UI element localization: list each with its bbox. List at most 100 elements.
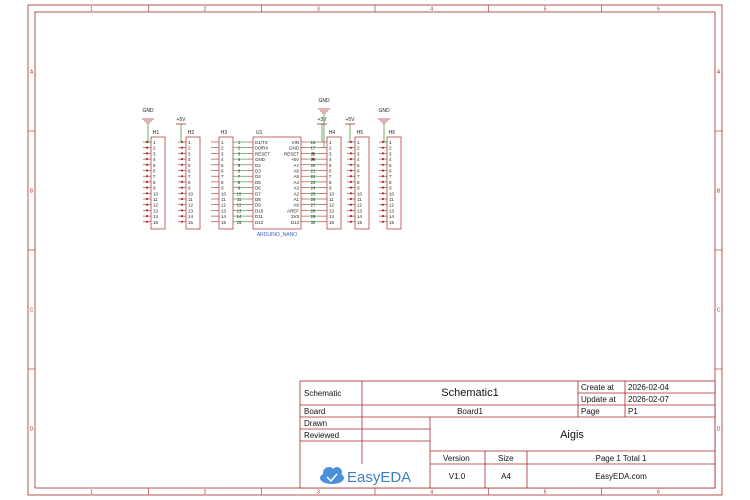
- header-pin-number: 7: [389, 174, 392, 179]
- power-symbol-vcc: +5V: [345, 117, 355, 125]
- header-pin-number: 15: [221, 220, 227, 225]
- mcu-right-pin-number: 28: [311, 208, 316, 213]
- power-label: +3V: [317, 117, 327, 123]
- header-pin-number: 12: [357, 203, 363, 208]
- no-connect-mark: [381, 175, 385, 178]
- tb-size: A4: [501, 472, 511, 481]
- tb-create-date: 2026-02-04: [628, 383, 669, 392]
- no-connect-mark: [349, 220, 353, 223]
- mcu-body: [252, 136, 302, 230]
- no-connect-mark: [180, 203, 184, 206]
- header-pin-number: 1: [357, 140, 360, 145]
- power-symbol-gnd: GND: [142, 108, 154, 124]
- no-connect-mark: [145, 197, 149, 201]
- no-connect-mark: [349, 152, 353, 155]
- no-connect-mark: [381, 220, 385, 223]
- header-pin-number: 2: [188, 146, 191, 151]
- header-pin-number: 2: [357, 146, 360, 151]
- mcu-right-pin-number: 22: [311, 174, 316, 179]
- header-pin-number: 5: [221, 163, 224, 168]
- header-body: [326, 136, 342, 230]
- frame-row-label-left: D: [30, 427, 34, 433]
- frame-col-label-top: 5: [544, 7, 547, 13]
- tb-page-label: Page: [581, 407, 600, 416]
- mcu-right-pin-number: 16: [311, 140, 316, 145]
- header-ref: H6: [389, 130, 396, 136]
- tb-board-name: Board1: [457, 407, 483, 416]
- header-pin-number: 6: [153, 169, 156, 174]
- mcu-right-pin-label: +5V: [291, 157, 299, 162]
- mcu-right-pin-label: VIN: [291, 140, 299, 145]
- mcu-left-pin-label: D0/RX: [255, 146, 268, 151]
- mcu-right-pin-number: 30: [311, 220, 316, 225]
- no-connect-mark: [180, 209, 184, 212]
- header-pin-number: 8: [329, 180, 332, 185]
- tb-version-label: Version: [443, 454, 470, 463]
- no-connect-mark: [180, 220, 184, 223]
- frame-col-label-top: 3: [317, 7, 320, 13]
- header-pin-number: 5: [357, 163, 360, 168]
- power-symbol-vcc: +5V: [176, 117, 186, 125]
- mcu-left-pin-label: D11: [255, 214, 263, 219]
- no-connect-mark: [180, 169, 184, 172]
- no-connect-mark: [381, 203, 385, 206]
- frame-row-label-right: C: [717, 308, 721, 314]
- frame-row-label-left: B: [30, 189, 34, 195]
- header-pin-number: 2: [389, 146, 392, 151]
- no-connect-mark: [349, 163, 353, 166]
- header-pin-number: 4: [329, 157, 332, 162]
- mcu-right-pin-label: D13: [291, 220, 300, 225]
- header-pin-number: 4: [357, 157, 360, 162]
- header-pin-number: 1: [389, 140, 392, 145]
- header-pin-number: 8: [389, 180, 392, 185]
- no-connect-mark: [349, 215, 353, 218]
- no-connect-mark: [349, 175, 353, 178]
- mcu-left-pin-number: 8: [238, 180, 241, 185]
- no-connect-mark: [180, 140, 184, 144]
- mcu-left-pin-number: 6: [238, 169, 241, 174]
- header-pin-number: 10: [329, 191, 335, 196]
- mcu-left-pin-label: D9: [255, 203, 261, 208]
- mcu-left-pin-label: D7: [255, 191, 261, 196]
- no-connect-mark: [180, 180, 184, 183]
- frame-row-label-right: B: [717, 189, 721, 195]
- header-pin-number: 7: [221, 174, 224, 179]
- header-pin-number: 11: [153, 197, 158, 202]
- no-connect-mark: [180, 152, 184, 155]
- frame-col-label-top: 1: [90, 7, 93, 13]
- power-symbol-gnd-extra: GND: [318, 98, 330, 114]
- header-body: [218, 136, 234, 230]
- header-pin-number: 9: [153, 186, 156, 191]
- mcu-right-pin-label: GND: [289, 146, 300, 151]
- header-pin-number: 4: [188, 157, 191, 162]
- mcu-left-pin-number: 10: [237, 191, 242, 196]
- no-connect-mark: [145, 175, 149, 178]
- tb-page-value: P1: [628, 407, 638, 416]
- mcu-right-pin-number: 25: [311, 191, 316, 196]
- components: H1123456789101112131415GNDH2123456789101…: [142, 98, 402, 238]
- mcu-left-pin-number: 15: [237, 220, 242, 225]
- header-pin-number: 9: [221, 186, 224, 191]
- header-ref: H4: [329, 130, 336, 136]
- mcu-right-pin-number: 20: [311, 163, 316, 168]
- mcu-left-pin-number: 3: [238, 151, 241, 156]
- mcu-left-pin-number: 7: [238, 174, 241, 179]
- frame-col-label-bottom: 5: [544, 490, 547, 496]
- no-connect-mark: [180, 186, 184, 189]
- mcu-u1: U1ARDUINO_NANOD1/TX1D0/RX2RESET3GND4D25D…: [233, 130, 319, 238]
- no-connect-mark: [381, 169, 385, 172]
- frame-col-label-bottom: 2: [204, 490, 207, 496]
- tb-reviewed-label: Reviewed: [304, 431, 339, 440]
- header-pin-number: 15: [357, 220, 363, 225]
- header-pin-number: 6: [357, 169, 360, 174]
- header-pin-number: 13: [221, 208, 227, 213]
- no-connect-mark: [381, 146, 385, 149]
- frame-row-label-right: A: [717, 70, 721, 76]
- mcu-left-pin-label: D8: [255, 197, 261, 202]
- mcu-right-pin-number: 17: [311, 146, 316, 151]
- header-pin-number: 11: [188, 197, 193, 202]
